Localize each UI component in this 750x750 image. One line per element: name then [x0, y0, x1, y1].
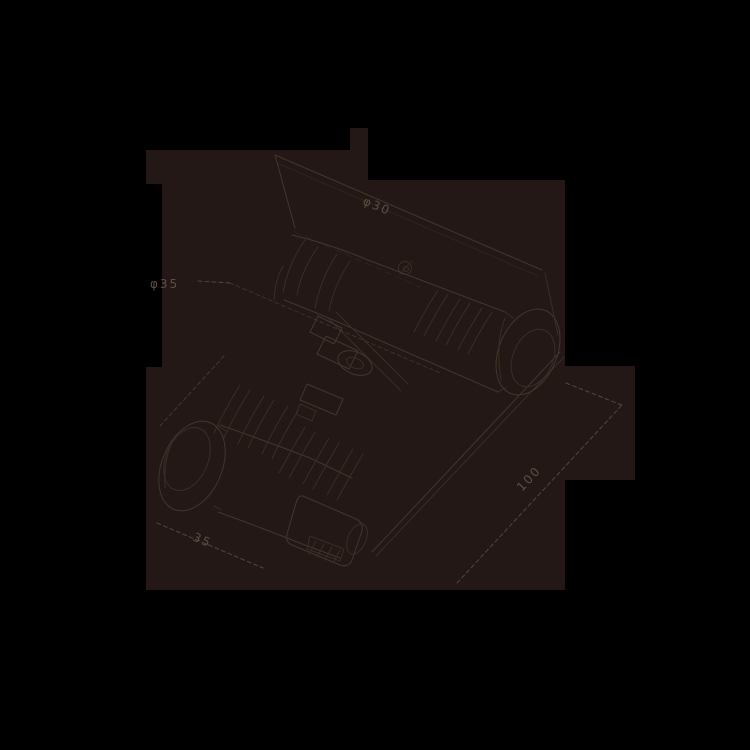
sheet-background — [146, 128, 635, 590]
clamp-assembly — [295, 311, 409, 422]
plate-top-edge-inner — [276, 162, 539, 277]
plate-left-edge — [274, 154, 296, 229]
plate-side-edge — [371, 351, 561, 553]
conduit2-right-ribs — [278, 426, 364, 501]
clamp-nut-inner — [345, 356, 365, 370]
bell1-rim-join — [496, 311, 514, 393]
conduit1-right-ribs — [413, 289, 493, 355]
clamp-foot — [295, 403, 317, 422]
bell1-inner-ring — [510, 328, 556, 388]
dim-35-extension — [159, 355, 225, 427]
ferrule-hatch — [308, 540, 341, 564]
bell2-inner-ring — [163, 427, 211, 491]
dim-left-dash — [197, 280, 231, 284]
clamp-saddle — [299, 383, 344, 416]
bell1-rim-arc — [498, 317, 506, 381]
conduit1-bottom-outline — [283, 299, 499, 393]
plate-right-edge — [544, 272, 559, 336]
dim-100-extension — [565, 382, 625, 407]
conduit-lower-left — [158, 384, 368, 567]
sheet-top-tab — [350, 128, 368, 154]
dim-label-bottom-left: 35 — [191, 530, 214, 550]
sheet-top-band — [146, 150, 368, 184]
conduit2-left-ribs — [213, 384, 299, 460]
bolt-head — [309, 315, 343, 345]
ferrule-end-ring — [346, 523, 368, 555]
conduit1-top-outline — [291, 234, 506, 313]
conduit2-ferrule — [286, 495, 368, 567]
ferrule-inner-rect — [306, 535, 345, 562]
clamp-plate-upper — [316, 335, 359, 370]
sheet-main — [162, 180, 565, 590]
clamp-nut-outer — [337, 350, 373, 376]
ferrule-outline — [286, 495, 363, 567]
sheet-left-strip — [146, 367, 166, 590]
conduit-upper-right — [273, 234, 561, 396]
conduit1-bell-end — [495, 308, 561, 396]
bell2-outer-ring — [158, 420, 226, 512]
plate-hole-center — [403, 266, 409, 272]
conduit1-left-ribs — [273, 239, 351, 312]
conduit2-bell-end — [158, 420, 227, 512]
sheet-right-ext — [565, 366, 635, 480]
plate-top-edge — [274, 154, 543, 271]
dim-100-line — [456, 404, 623, 584]
conduit2-bottom-outline — [217, 511, 341, 559]
bell1-outer-ring — [495, 308, 561, 396]
bell2-rim-join — [213, 425, 227, 511]
bell2-rim-arc — [164, 435, 176, 489]
dim-left-leader — [229, 282, 441, 374]
conduit2-top-outline — [219, 424, 353, 479]
dim-35-line — [156, 522, 264, 569]
dim-label-left: φ35 — [150, 277, 179, 291]
